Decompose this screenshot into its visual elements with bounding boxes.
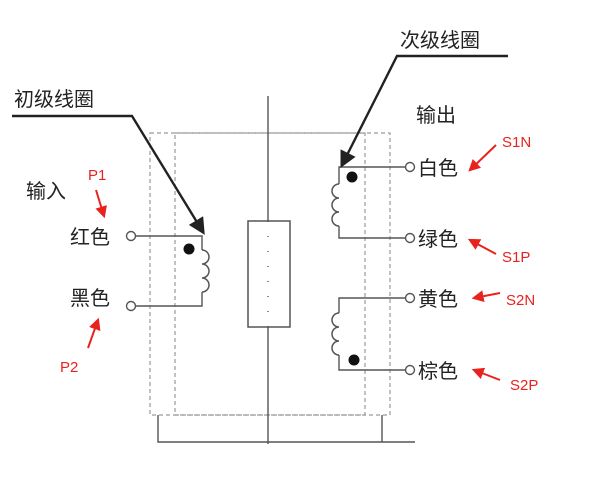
secondary-coil-1 xyxy=(331,166,405,239)
core-center-block xyxy=(247,220,291,328)
terminal-brown xyxy=(404,364,416,376)
terminal-white xyxy=(404,161,416,173)
yellow-wire-label: 黄色 xyxy=(418,287,458,311)
secondary-2-polarity-dot xyxy=(348,354,360,366)
transformer-core-outline xyxy=(149,96,415,444)
terminal-black xyxy=(125,300,137,312)
input-label: 输入 xyxy=(26,179,66,203)
primary-coil xyxy=(136,235,210,307)
primary-coil-leader-arrow xyxy=(12,114,205,235)
terminal-red xyxy=(125,230,137,242)
output-label: 输出 xyxy=(416,103,456,127)
red-wire-label: 红色 xyxy=(70,225,110,249)
p2-annotation: P2 xyxy=(60,359,78,376)
s1p-annotation: S1P xyxy=(502,249,530,266)
s2n-annotation: S2N xyxy=(506,292,535,309)
terminal-yellow xyxy=(404,292,416,304)
p1-arrow xyxy=(95,189,107,219)
s1n-arrow xyxy=(468,144,497,172)
black-wire-label: 黑色 xyxy=(70,286,110,310)
white-wire-label: 白色 xyxy=(418,156,458,180)
terminal-green xyxy=(404,232,416,244)
secondary-coil-leader-arrow xyxy=(340,54,508,168)
s2n-arrow xyxy=(471,290,501,303)
primary-polarity-dot xyxy=(183,243,195,255)
secondary-coil-label: 次级线圈 xyxy=(400,28,480,52)
secondary-coil-2 xyxy=(331,297,405,371)
brown-wire-label: 棕色 xyxy=(418,359,458,383)
s2p-annotation: S2P xyxy=(510,377,538,394)
p1-annotation: P1 xyxy=(88,167,106,184)
primary-coil-label: 初级线圈 xyxy=(14,87,94,111)
s1p-arrow xyxy=(467,238,497,255)
green-wire-label: 绿色 xyxy=(418,227,458,251)
secondary-1-polarity-dot xyxy=(346,171,358,183)
p2-arrow xyxy=(87,317,101,349)
s2p-arrow xyxy=(471,367,501,381)
s1n-annotation: S1N xyxy=(502,134,531,151)
